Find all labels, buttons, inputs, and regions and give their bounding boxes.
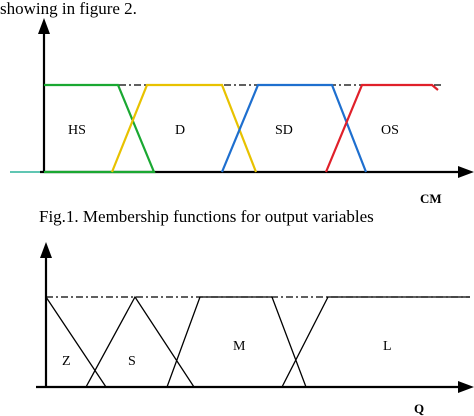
figure1-chart [10, 18, 474, 178]
fig1-mf-os [324, 83, 439, 173]
fig2-label-s: S [128, 354, 136, 369]
intro-text: showing in figure 2. [0, 0, 137, 18]
fig2-x-axis-label: Q [414, 401, 425, 416]
fig2-label-m: M [233, 339, 246, 354]
fig1-label-sd: SD [275, 123, 293, 138]
figure2-chart [36, 242, 474, 393]
fig1-x-axis-label: CM [420, 191, 442, 206]
fig1-mf-sd [220, 83, 368, 173]
fig1-label-os: OS [381, 123, 399, 138]
fig1-x-arrow-icon [458, 166, 474, 178]
fig2-mf-z [45, 296, 108, 388]
fig2-mf-m [166, 296, 307, 388]
fig1-caption: Fig.1. Membership functions for output v… [39, 207, 374, 226]
fig2-label-z: Z [62, 354, 71, 369]
fig2-y-arrow-icon [40, 242, 52, 258]
fig2-mf-l [281, 296, 470, 388]
fig1-y-arrow-icon [38, 18, 50, 34]
fig1-label-hs: HS [68, 123, 86, 138]
fig2-x-arrow-icon [458, 381, 474, 393]
fig2-label-l: L [383, 339, 392, 354]
fig1-label-d: D [175, 123, 186, 138]
fig1-mf-hs [44, 83, 156, 174]
fig2-mf-s [85, 295, 195, 388]
